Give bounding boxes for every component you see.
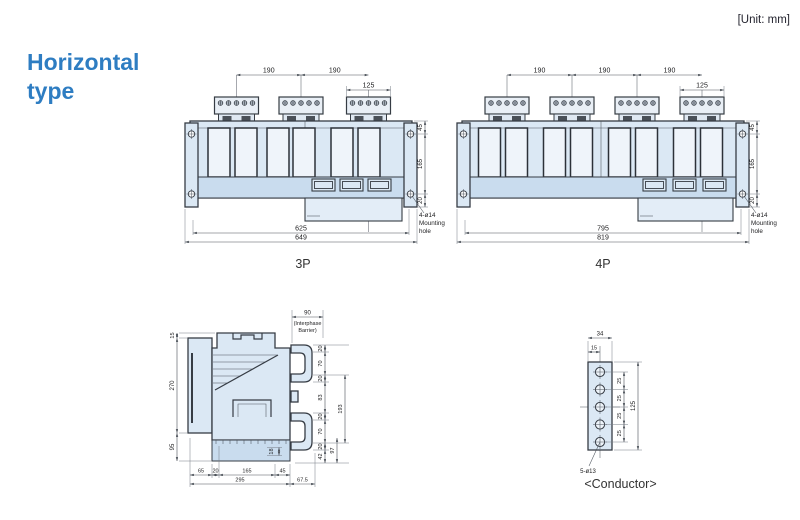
dim-conductor-pitch-2: 25 (617, 395, 623, 401)
front-view-4p-drawing: 190 190 190 125 45 165 20 795 819 4-ø14 … (456, 68, 777, 244)
dim-3p-side-bottom: 20 (418, 197, 424, 204)
note-interphase-2: Barrier) (298, 328, 317, 334)
front-3p-part (184, 75, 418, 232)
dim-3p-width-outer: 649 (295, 235, 307, 242)
dim-side-right-span-low: 97 (330, 447, 336, 453)
dim-4p-pitch-b: 190 (599, 68, 611, 75)
dim-side-bottom-3: 165 (242, 469, 251, 475)
caption-3p: 3P (295, 257, 311, 271)
page-title: Horizontal type (27, 48, 139, 107)
dim-3p-terminal-width: 125 (363, 83, 375, 90)
dim-side-barrier-width: 90 (304, 311, 311, 317)
dim-side-left-lower: 95 (170, 443, 176, 450)
side-view-drawing: 90 (Interphase Barrier) 15 270 95 65 20 … (170, 310, 349, 487)
dim-4p-width-outer: 819 (597, 235, 609, 242)
dim-4p-pitch-c: 190 (664, 68, 676, 75)
mounting-clip-bottom (290, 412, 313, 451)
dim-conductor-pitch-1: 25 (617, 378, 623, 384)
dim-side-right-5: 20 (318, 413, 324, 419)
dim-3p-pitch-a: 190 (263, 68, 275, 75)
front-view-3p-drawing: 190 190 125 45 165 20 625 649 4-ø14 Moun… (184, 68, 445, 244)
note-4p-mount-1: 4-ø14 (751, 212, 768, 219)
dim-3p-side-top: 45 (418, 124, 424, 131)
dim-side-bottom-total: 295 (235, 478, 244, 484)
dim-conductor-hole-offset: 15 (591, 346, 597, 352)
dim-3p-side-mid: 165 (418, 158, 424, 169)
conductor-part (580, 346, 620, 458)
dim-side-right-6: 70 (318, 428, 324, 434)
side-view-part (187, 332, 313, 462)
dim-side-left-top: 15 (170, 332, 176, 338)
note-3p-mount-1: 4-ø14 (419, 212, 436, 219)
dim-side-bottom-4: 45 (279, 469, 285, 475)
dim-side-right-2: 70 (318, 360, 324, 366)
dim-4p-side-bottom: 20 (750, 197, 756, 204)
dim-conductor-pitch-3: 25 (617, 413, 623, 419)
note-interphase-1: (Interphase (294, 321, 322, 327)
note-4p-mount-2: Mounting (751, 220, 777, 227)
dim-3p-pitch-b: 190 (329, 68, 341, 75)
caption-conductor: <Conductor> (584, 477, 657, 491)
dim-side-bottom-2: 20 (212, 469, 218, 475)
dim-side-right-1: 20 (318, 345, 324, 351)
mounting-clip-top (290, 344, 313, 383)
dim-4p-terminal-width: 125 (696, 83, 708, 90)
unit-label: [Unit: mm] (737, 14, 790, 26)
note-3p-mount-2: Mounting (419, 220, 445, 227)
title-line-1: Horizontal (27, 49, 140, 75)
conductor-drawing: 34 15 25 25 25 25 125 5-ø13 (580, 332, 642, 475)
dim-4p-side-top: 45 (750, 124, 756, 131)
dim-conductor-pitch-4: 25 (617, 430, 623, 436)
dim-side-right-7: 20 (318, 443, 324, 449)
side-view-dimensions: 90 (Interphase Barrier) 15 270 95 65 20 … (170, 310, 349, 487)
dim-4p-width-inner: 795 (597, 226, 609, 233)
dim-conductor-height: 125 (631, 400, 637, 411)
front-4p-dimensions: 190 190 190 125 45 165 20 795 819 4-ø14 … (456, 68, 777, 244)
front-3p-dimensions: 190 190 125 45 165 20 625 649 4-ø14 Moun… (184, 68, 445, 244)
note-conductor-holes: 5-ø13 (580, 469, 596, 475)
caption-4p: 4P (595, 257, 611, 271)
dim-4p-pitch-a: 190 (534, 68, 546, 75)
note-3p-mount-3: hole (419, 228, 431, 235)
title-line-2: type (27, 78, 75, 105)
dim-4p-side-mid: 165 (750, 158, 756, 169)
note-4p-mount-3: hole (751, 228, 763, 235)
dim-side-base-height: 18 (269, 448, 275, 454)
dim-side-bottom-right: 67.5 (297, 478, 308, 484)
dim-conductor-width: 34 (597, 332, 604, 338)
dim-side-right-4: 83 (318, 394, 324, 400)
conductor-dimensions: 34 15 25 25 25 25 125 5-ø13 (580, 332, 642, 475)
dim-side-left-height: 270 (170, 380, 176, 391)
dim-side-right-8: 42 (318, 453, 324, 459)
dim-side-bottom-1: 65 (198, 469, 204, 475)
dim-3p-width-inner: 625 (295, 226, 307, 233)
front-4p-part (456, 75, 750, 232)
dim-side-right-3: 20 (318, 375, 324, 381)
dim-side-right-span-mid: 193 (338, 404, 344, 413)
